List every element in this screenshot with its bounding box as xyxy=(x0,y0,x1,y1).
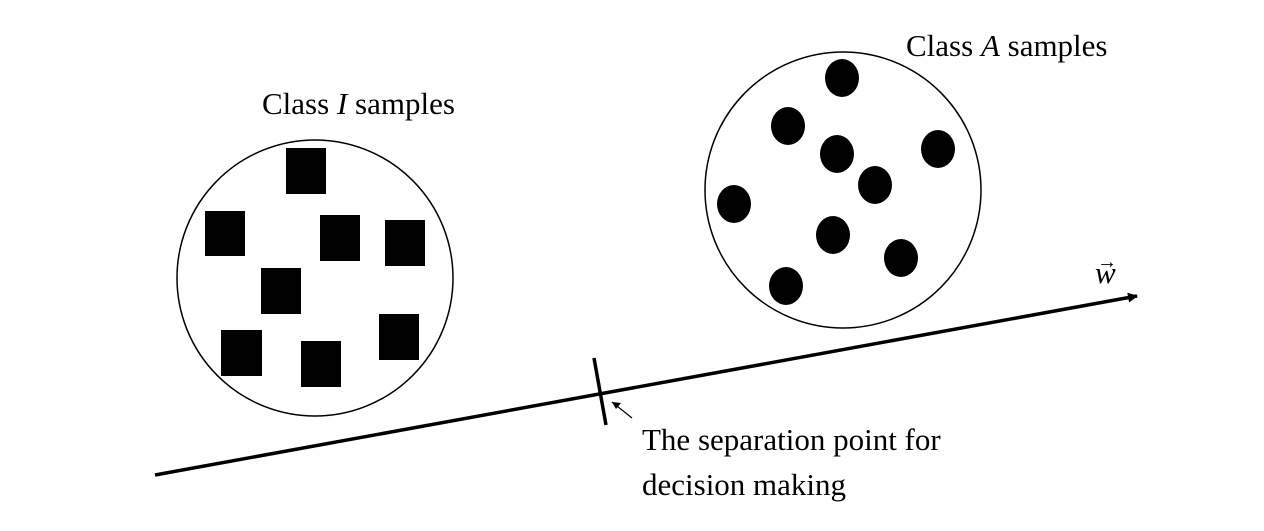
class-a-sample xyxy=(769,267,803,305)
class-i-sample xyxy=(205,211,245,256)
class-i-sample xyxy=(385,220,425,266)
class-a-sample xyxy=(858,166,892,204)
class-i-sample xyxy=(320,215,360,261)
class-i-sample xyxy=(301,341,341,387)
class-a-label: Class A samples xyxy=(906,28,1108,63)
vector-label: w → xyxy=(1095,251,1117,290)
separation-tick xyxy=(592,357,608,426)
class-a-sample xyxy=(884,239,918,277)
vector-symbol: w xyxy=(1095,255,1116,290)
class-a-sample xyxy=(921,130,955,168)
class-i-boundary xyxy=(176,139,454,417)
class-a-sample xyxy=(771,107,805,145)
class-i-label: Class I samples xyxy=(262,86,455,121)
class-a-sample xyxy=(717,185,751,223)
class-i-cluster xyxy=(176,139,454,417)
class-i-sample xyxy=(379,314,419,360)
class-i-sample xyxy=(261,268,301,314)
class-i-sample xyxy=(221,330,262,376)
class-a-sample xyxy=(820,135,854,173)
class-a-sample xyxy=(816,216,850,254)
class-a-boundary xyxy=(704,51,982,329)
separation-pointer-head xyxy=(612,402,621,409)
projection-axis xyxy=(154,292,1138,477)
class-a-cluster xyxy=(704,51,982,329)
class-a-sample xyxy=(825,59,859,97)
vector-arrow-accent: → xyxy=(1097,251,1117,273)
separation-label-line1: The separation point for xyxy=(642,422,941,457)
class-i-sample xyxy=(286,148,326,194)
separation-label-line2: decision making xyxy=(642,467,846,502)
